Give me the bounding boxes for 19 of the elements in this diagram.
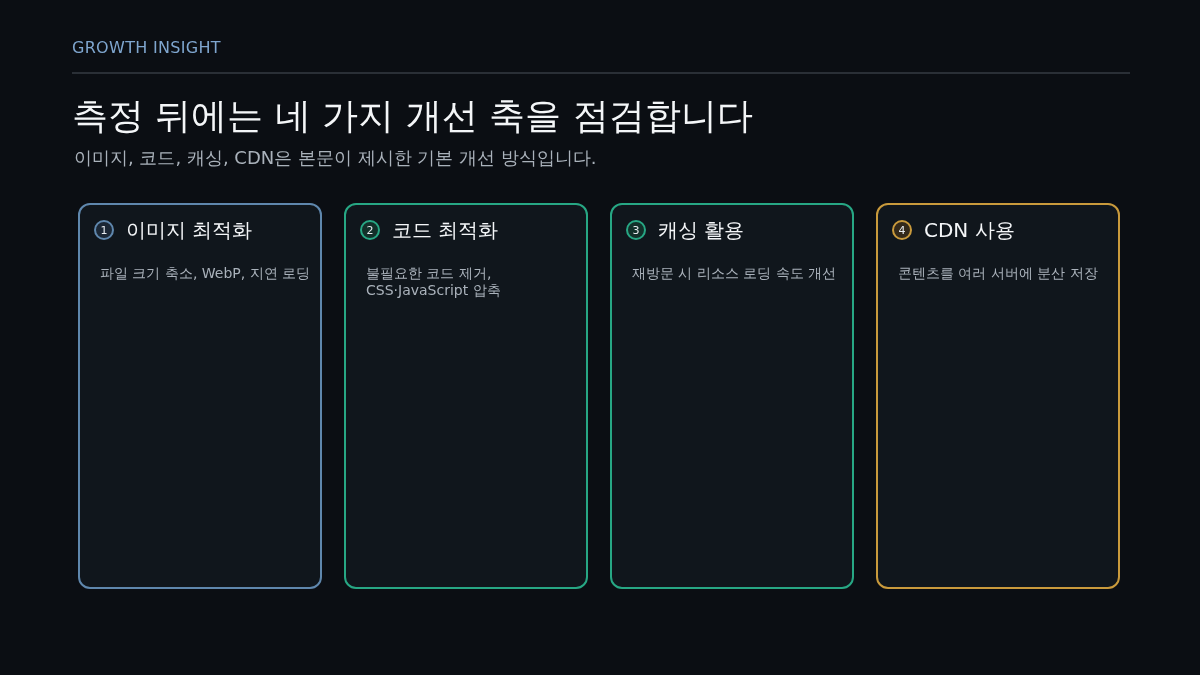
card-panel: [78, 203, 322, 589]
number-badge: 1: [94, 220, 114, 240]
card-description: 파일 크기 축소, WebP, 지연 로딩: [100, 265, 312, 282]
number-badge: 4: [892, 220, 912, 240]
section-label: GROWTH INSIGHT: [72, 38, 221, 57]
card-description: 불필요한 코드 제거, CSS·JavaScript 압축: [366, 265, 502, 299]
card-panel: [876, 203, 1120, 589]
card-panel: [610, 203, 854, 589]
number-badge: 3: [626, 220, 646, 240]
card-description: 재방문 시 리소스 로딩 속도 개선: [632, 265, 838, 282]
card-heading: CDN 사용: [924, 217, 1015, 244]
card-heading: 코드 최적화: [392, 217, 499, 244]
subtitle: 이미지, 코드, 캐싱, CDN은 본문이 제시한 기본 개선 방식입니다.: [74, 146, 597, 170]
number-badge: 2: [360, 220, 380, 240]
card-description: 콘텐츠를 여러 서버에 분산 저장: [898, 265, 1099, 282]
slide-title: 측정 뒤에는 네 가지 개선 축을 점검합니다: [72, 94, 753, 138]
card-panel: [344, 203, 588, 589]
card-heading: 이미지 최적화: [126, 217, 253, 244]
card-heading: 캐싱 활용: [658, 217, 745, 244]
